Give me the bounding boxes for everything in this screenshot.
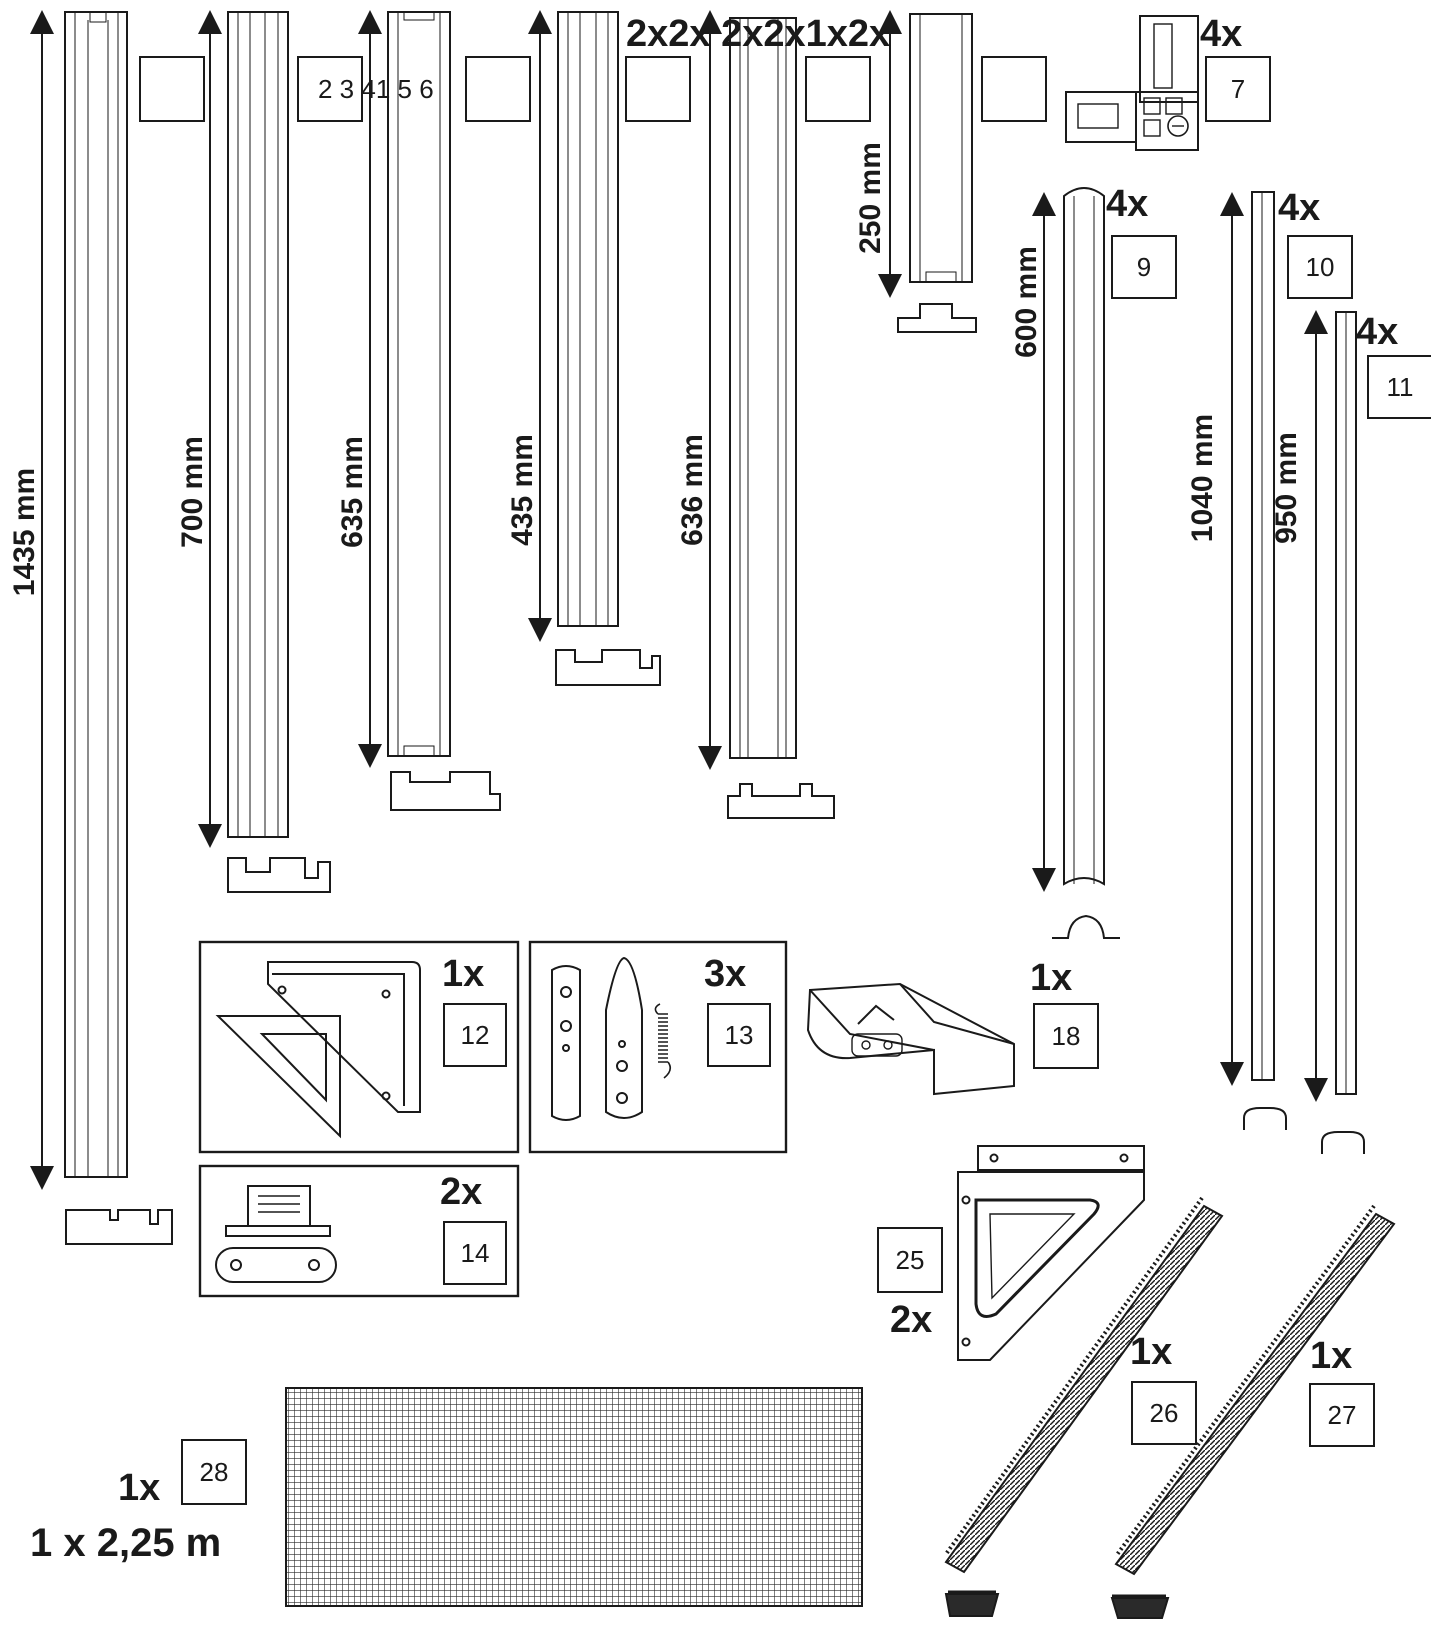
part-number-box [1309, 1383, 1375, 1447]
dimension-label: 950 mm [1270, 432, 1303, 544]
brush-strip-26 [944, 1196, 1224, 1617]
corner-connector-7 [1065, 15, 1271, 151]
part-number-box [443, 1221, 507, 1285]
part-number-box [1033, 1003, 1099, 1069]
quantity-label: 1x [118, 1467, 160, 1509]
profile-636 [698, 9, 871, 819]
part-number-label: 18 [1052, 1021, 1081, 1051]
quantity-label: 4x [1278, 187, 1320, 229]
triangle-bracket-25 [877, 1145, 1145, 1361]
part-number-label: 26 [1150, 1398, 1179, 1428]
mesh-28 [181, 1387, 863, 1607]
part-number-box [981, 56, 1047, 122]
part-number-label: 27 [1328, 1400, 1357, 1430]
profile-cross-section [1052, 914, 1120, 939]
dimension-label: 1040 mm [1186, 414, 1219, 542]
part-number-box [139, 56, 205, 122]
dimension-label: 636 mm [676, 434, 709, 546]
dimension-label: 435 mm [506, 434, 539, 546]
part-number-box [707, 1003, 771, 1067]
quantity-label: 1x [1310, 1335, 1352, 1377]
profile-250 [878, 9, 1047, 333]
part-number-label: 25 [896, 1245, 925, 1275]
profile-950 [1304, 310, 1431, 1154]
quantity-label: 1x [442, 953, 484, 995]
quantity-label: 1x [1130, 1331, 1172, 1373]
part-number-box [181, 1439, 247, 1505]
quantity-label: 1x [1030, 957, 1072, 999]
part-number-label: 13 [725, 1020, 754, 1050]
profile-600 [1032, 187, 1177, 939]
profile-cross-section [1243, 1107, 1287, 1130]
profile-cross-section [727, 783, 835, 819]
part-number-box [1367, 355, 1431, 419]
part-number-box [443, 1003, 507, 1067]
dimension-label: 635 mm [336, 436, 369, 548]
part-number-label: 9 [1137, 252, 1151, 282]
quantity-label: 4x [1356, 311, 1398, 353]
part-number-label: 12 [461, 1020, 490, 1050]
profile-1435 [30, 9, 205, 1245]
part-number-label: 11 [1387, 372, 1414, 402]
part-number-box [1287, 235, 1353, 299]
part-number-box [625, 56, 691, 122]
profile-cross-section [390, 771, 501, 811]
plates-spring-13 [528, 940, 788, 1154]
part-number-box [877, 1227, 943, 1293]
quantity-label: 4x [1106, 183, 1148, 225]
profile-cross-section [1321, 1131, 1365, 1154]
part-number-box [465, 56, 531, 122]
dimension-label: 700 mm [176, 436, 209, 548]
part-number-box [1205, 56, 1271, 122]
part-number-box [1131, 1381, 1197, 1445]
part-number-box [1111, 235, 1177, 299]
part-number-label: 14 [461, 1238, 490, 1268]
part-number-label: 10 [1306, 252, 1335, 282]
quantity-label: 2x [890, 1299, 932, 1341]
guide-piece-18 [806, 982, 1099, 1096]
part-number-label: 2 3 41 5 6 [318, 74, 434, 104]
profile-cross-section [555, 649, 661, 686]
profile-cross-section [227, 857, 331, 893]
corner-brackets-12 [198, 940, 520, 1154]
quantity-label: 2x [440, 1171, 482, 1213]
dimension-label: 1435 mm [8, 468, 41, 596]
profile-cross-section [897, 303, 977, 333]
part-number-label: 7 [1231, 74, 1245, 104]
mesh-size-label: 1 x 2,25 m [30, 1521, 221, 1565]
dimension-label: 600 mm [1010, 246, 1043, 358]
brush-strip-27 [1110, 1204, 1396, 1619]
profile-635 [358, 9, 531, 811]
quantity-label: 4x [1200, 13, 1242, 55]
quantity-label: 3x [704, 953, 746, 995]
part-number-box [805, 56, 871, 122]
profile-1040 [1220, 191, 1353, 1130]
dimension-label: 250 mm [854, 142, 887, 254]
quantity-label: 2x2x 2x2x1x2x [626, 13, 890, 55]
part-number-label: 28 [200, 1457, 229, 1487]
profile-cross-section [65, 1209, 173, 1245]
profile-700 [198, 9, 363, 893]
sliders-14 [198, 1164, 520, 1298]
profile-435 [528, 9, 691, 686]
